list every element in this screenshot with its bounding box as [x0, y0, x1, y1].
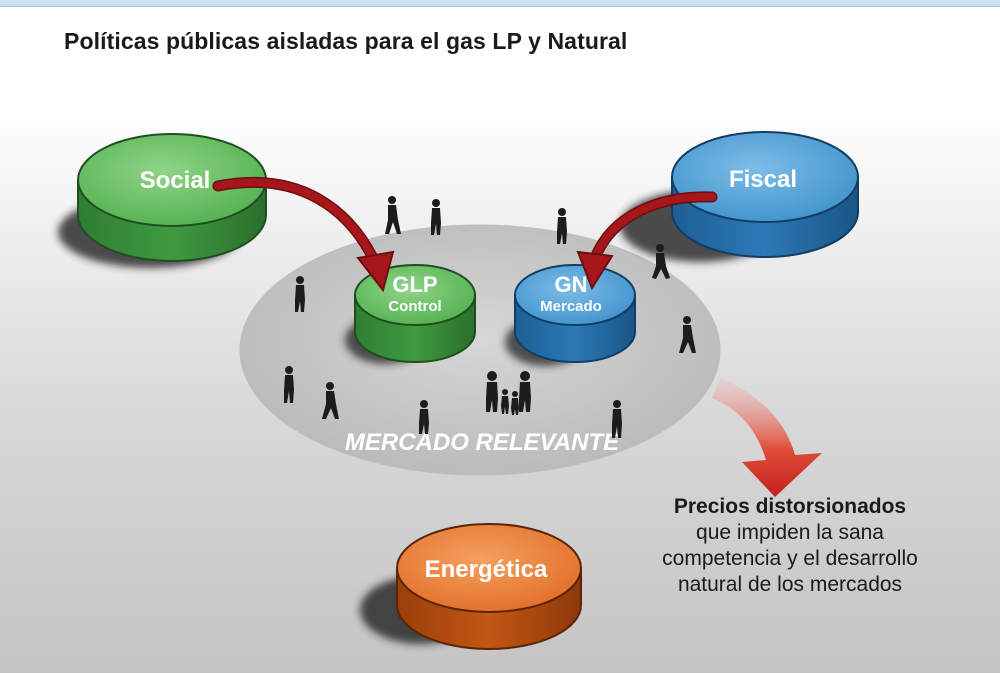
person-figure: [501, 389, 509, 414]
person-figure: [385, 196, 401, 234]
person-figure: [679, 316, 696, 353]
person-figure: [486, 371, 498, 412]
page-title: Políticas públicas aisladas para el gas …: [64, 28, 628, 54]
person-figure: [652, 244, 670, 279]
caption: Precios distorsionados que impiden la sa…: [600, 494, 980, 598]
gn-label: GN: [555, 272, 588, 297]
glp-disc: GLP Control: [345, 264, 476, 364]
person-figure: [419, 400, 429, 434]
person-figure: [431, 199, 441, 235]
person-figure: [511, 391, 519, 415]
people-group: [284, 196, 696, 438]
person-figure: [519, 371, 531, 412]
person-figure: [557, 208, 567, 244]
fiscal-disc: Fiscal: [620, 131, 859, 262]
energetica-label: Energética: [425, 556, 548, 583]
caption-line: competencia y el desarrollo: [662, 547, 918, 570]
gn-disc: GN Mercado: [505, 264, 636, 366]
fiscal-to-gn-arrow: [576, 191, 718, 291]
gn-sublabel: Mercado: [540, 298, 602, 315]
caption-line: que impiden la sana: [696, 521, 884, 544]
distortion-arrow: [712, 378, 822, 497]
glp-label: GLP: [392, 272, 437, 297]
person-figure: [612, 400, 622, 438]
fiscal-label: Fiscal: [729, 166, 797, 193]
energetica-disc: Energética: [360, 523, 582, 650]
top-strip: [0, 0, 1000, 7]
market-label: MERCADO RELEVANTE: [345, 429, 620, 456]
social-to-glp-arrow: [212, 176, 395, 293]
person-figure: [284, 366, 294, 403]
social-label: Social: [140, 167, 211, 194]
person-figure: [322, 382, 339, 419]
caption-line: natural de los mercados: [677, 573, 903, 596]
glp-sublabel: Control: [388, 298, 441, 315]
social-disc: Social: [58, 133, 267, 268]
caption-heading: Precios distorsionados: [673, 495, 907, 518]
person-figure: [295, 276, 305, 312]
